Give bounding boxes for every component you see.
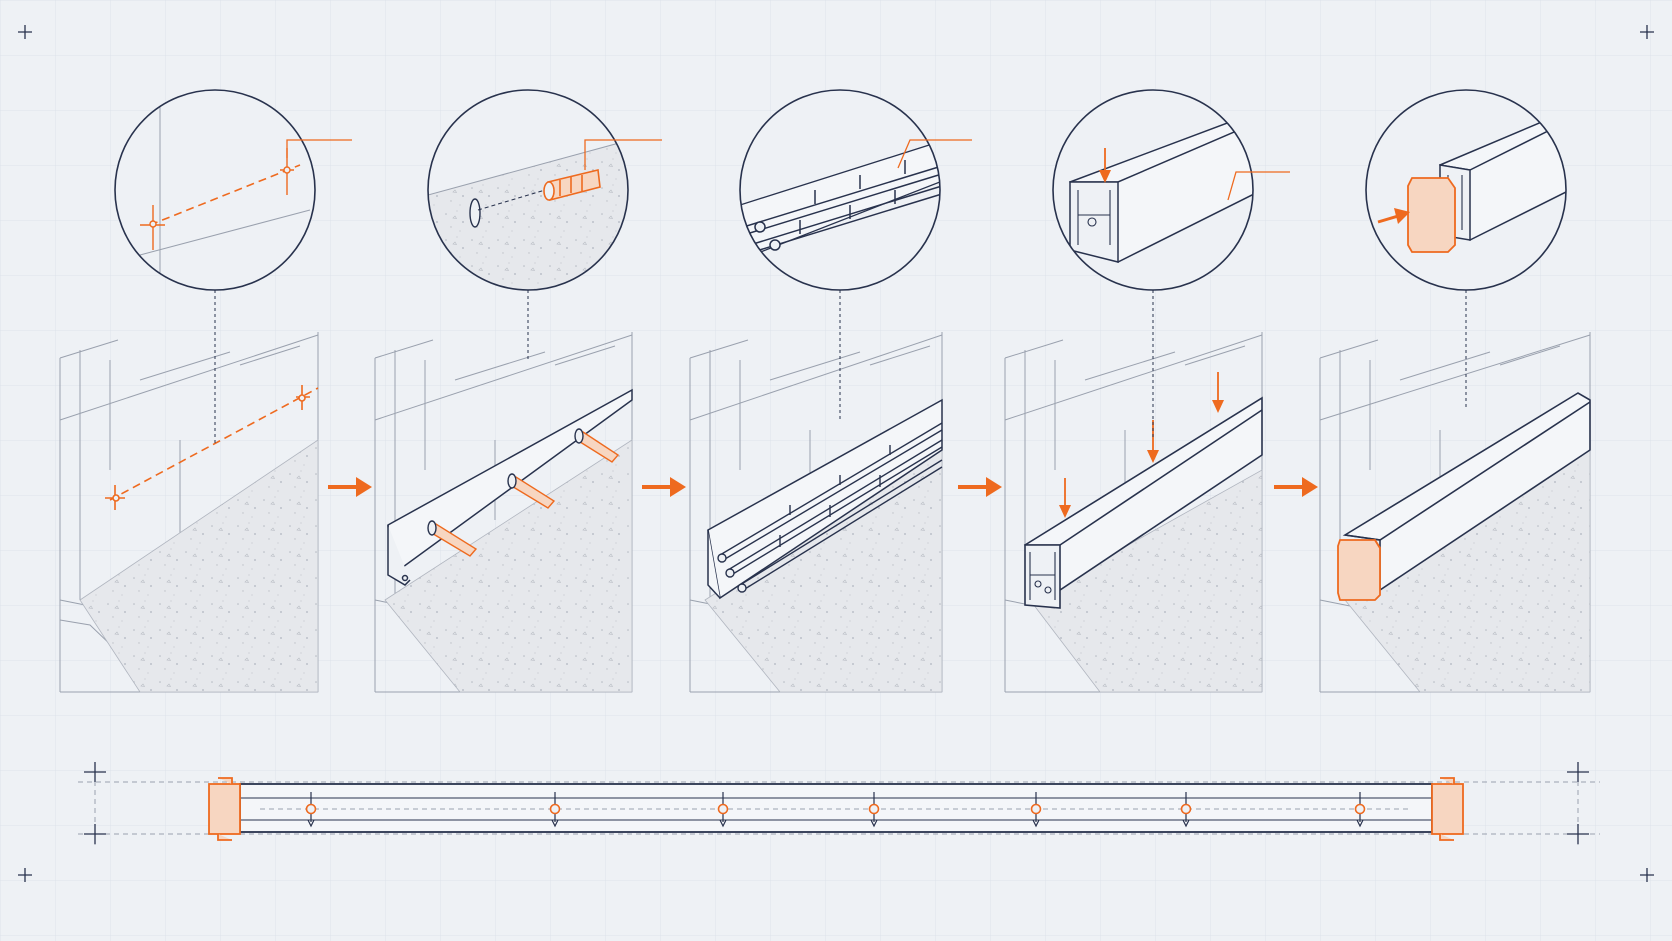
step-1-mark-line: [59, 89, 352, 693]
fixing-point-icon: [868, 792, 880, 828]
fixing-point-icon: [1180, 792, 1192, 828]
fixing-point-icon: [717, 792, 729, 828]
detail-callout: [739, 89, 972, 291]
wall-plugs: [427, 428, 620, 557]
arrow-right-icon: [1274, 477, 1318, 497]
arrow-right-icon: [642, 477, 686, 497]
arrow-right-icon: [958, 477, 1002, 497]
step-2-anchors: [374, 89, 662, 693]
step-5-end-cap: [1319, 89, 1591, 693]
cable-bundle: [717, 422, 943, 593]
trunking-elevation: [239, 783, 1433, 833]
end-cap-left: [208, 777, 241, 841]
fixing-point-icon: [1030, 792, 1042, 828]
marked-line: [105, 385, 319, 510]
fixing-points: [305, 792, 1366, 828]
dimension-guides: [78, 772, 1600, 845]
detail-callout: [1365, 89, 1567, 291]
dimension-crosses: [84, 762, 1589, 844]
concrete-surface: [1029, 469, 1263, 693]
detail-callout: [114, 89, 352, 291]
fixing-point-icon: [305, 792, 317, 828]
concrete-surface: [384, 439, 633, 693]
closed-trunking: [1023, 396, 1263, 609]
elevation-strip: [78, 762, 1600, 845]
push-arrows: [1059, 372, 1224, 518]
detail-callout: [1052, 89, 1290, 291]
closed-trunking: [1342, 392, 1591, 592]
fixing-point-icon: [549, 792, 561, 828]
registration-marks: [18, 25, 1654, 882]
fixing-point-icon: [1354, 792, 1366, 828]
step-arrows: [328, 477, 1318, 497]
concrete-surface: [79, 439, 319, 693]
end-cap: [1337, 539, 1381, 601]
end-cap-right: [1431, 777, 1464, 841]
detail-callout: [427, 89, 662, 291]
arrow-right-icon: [328, 477, 372, 497]
step-3-cables: [689, 89, 972, 693]
step-4-cover: [1004, 89, 1290, 693]
